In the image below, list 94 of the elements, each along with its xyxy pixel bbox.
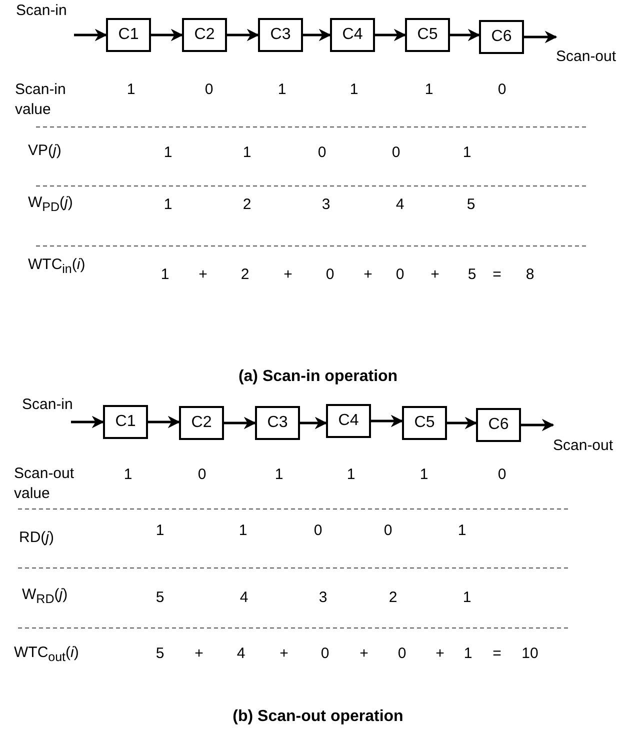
row-header: Scan-out value — [14, 464, 76, 504]
table-value: 0 — [314, 522, 322, 540]
table-value: = — [492, 266, 502, 284]
table-value: 3 — [318, 589, 328, 607]
arrow — [71, 416, 104, 428]
signal-label: Scan-out — [553, 424, 619, 455]
table-value: 0 — [326, 266, 334, 284]
table-value: + — [436, 645, 444, 663]
table-value: 8 — [526, 266, 534, 284]
table-value: + — [360, 645, 368, 663]
table-value: = — [492, 645, 502, 663]
register-box: C5 — [402, 406, 447, 440]
register-box: C4 — [330, 18, 375, 52]
table-value: 1 — [274, 466, 284, 484]
row-header: Scan-in value — [15, 80, 67, 120]
table-value: 0 — [396, 266, 404, 284]
table-value: 1 — [160, 266, 170, 284]
table-value: 5 — [466, 196, 476, 214]
table-value: 0 — [498, 466, 506, 484]
table-value: + — [198, 266, 208, 284]
table-value: 0 — [398, 645, 406, 663]
table-value: 0 — [204, 81, 214, 99]
table-value: 1 — [346, 466, 356, 484]
caption: (b) Scan-out operation — [232, 708, 404, 726]
arrow — [148, 416, 180, 428]
table-value: 1 — [350, 81, 358, 99]
table-value: 4 — [236, 645, 246, 663]
register-box: C2 — [179, 406, 224, 440]
table-value: + — [194, 645, 204, 663]
table-value: 4 — [240, 589, 248, 607]
table-value: + — [280, 645, 288, 663]
register-box: C6 — [476, 408, 521, 442]
table-value: 10 — [522, 645, 538, 663]
table-value: 1 — [420, 466, 428, 484]
table-value: 1 — [278, 81, 286, 99]
arrow — [303, 28, 332, 42]
row-header: WTC$_{in}$(i) — [28, 256, 86, 278]
arrow — [375, 28, 406, 42]
table-value: 5 — [156, 589, 164, 607]
table-value: 1 — [462, 589, 472, 607]
register-box: C1 — [103, 405, 148, 439]
table-value: 2 — [242, 196, 252, 214]
register-box: C6 — [479, 20, 524, 54]
table-value: 5 — [468, 266, 476, 284]
arrow — [74, 28, 108, 42]
register-box: C4 — [326, 404, 371, 438]
arrow — [521, 418, 554, 432]
caption: (a) Scan-in operation — [238, 368, 398, 386]
table-value: 0 — [498, 81, 506, 99]
table-value: 4 — [396, 196, 404, 214]
table-value: + — [430, 266, 440, 284]
table-value: + — [284, 266, 292, 284]
signal-label: Scan-out — [556, 36, 622, 66]
table-value: 3 — [322, 196, 330, 214]
table-value: 1 — [156, 522, 164, 540]
arrow — [447, 416, 478, 430]
row-header: W$_{PD}$(j) — [28, 194, 73, 216]
table-value: 1 — [164, 196, 172, 214]
register-box: C5 — [405, 18, 450, 52]
arrow — [224, 416, 256, 430]
register-box: C3 — [255, 406, 300, 440]
register-box: C3 — [258, 18, 303, 52]
table-value: 5 — [156, 645, 164, 663]
arrow — [300, 416, 328, 430]
row-header: WTC$_{out}$(i) — [14, 644, 79, 666]
arrow — [450, 28, 480, 42]
table-value: 1 — [464, 645, 472, 663]
table-value: 1 — [164, 144, 172, 162]
table-value: 1 — [424, 81, 434, 99]
table-value: 1 — [462, 144, 472, 162]
table-value: 2 — [240, 266, 250, 284]
table-value: 0 — [384, 522, 392, 540]
table-value: 1 — [238, 522, 248, 540]
table-value: 0 — [318, 144, 326, 162]
arrow — [371, 414, 404, 428]
table-value: 1 — [126, 81, 136, 99]
register-box: C2 — [182, 18, 227, 52]
register-box: C1 — [106, 18, 151, 52]
table-value: + — [364, 266, 372, 284]
table-value: 0 — [320, 645, 330, 663]
table-value: 1 — [124, 466, 132, 484]
signal-label: Scan-in — [22, 396, 71, 426]
table-value: 1 — [242, 144, 252, 162]
signal-label: Scan-in — [16, 2, 74, 36]
row-header: RD(j) — [19, 529, 54, 547]
table-value: 0 — [198, 466, 206, 484]
arrow — [524, 30, 558, 44]
table-value: 1 — [458, 522, 466, 540]
table-value: 2 — [388, 589, 398, 607]
row-header: W$_{RD}$(j) — [22, 586, 68, 608]
arrow — [227, 28, 260, 42]
arrow — [151, 28, 184, 42]
row-header: VP(j) — [28, 142, 62, 160]
table-value: 0 — [392, 144, 400, 162]
